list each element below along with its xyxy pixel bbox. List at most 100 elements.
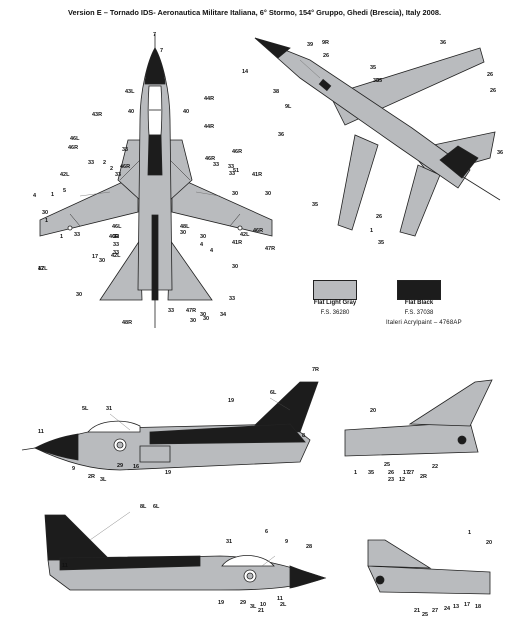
callout-label: 36 [497, 150, 503, 156]
callout-label: 21 [258, 608, 264, 614]
callout-label: 18 [475, 604, 481, 610]
callout-label: 35 [368, 470, 374, 476]
callout-label: 44R [204, 96, 214, 102]
side-right-fin [44, 514, 111, 561]
bottom-view-nose [254, 37, 291, 59]
callout-label: 19 [228, 398, 234, 404]
callout-label: 35 [370, 65, 376, 71]
callout-label: 46R [120, 164, 130, 170]
callout-label: 7 [153, 32, 156, 38]
callout-label: 11 [62, 563, 68, 569]
leader-lines [79, 59, 321, 567]
callout-label: 42L [111, 253, 121, 259]
callout-label: 34 [220, 312, 227, 318]
callout-label: 35 [373, 78, 379, 84]
bottom-view-lower-wing [337, 134, 379, 231]
callout-label: 33 [213, 162, 219, 168]
callout-label: 19 [165, 470, 171, 476]
callout-label: 11 [38, 429, 44, 435]
callout-label: 39 [307, 42, 313, 48]
callout-label: 29 [240, 600, 246, 606]
callout-label: 30 [76, 292, 82, 298]
callout-label: 20 [486, 540, 492, 546]
bottom-view [254, 37, 501, 237]
callout-label: 46R [68, 145, 78, 151]
callout-label: 10 [260, 602, 266, 608]
callout-label: 14 [242, 69, 249, 75]
callout-label: 35 [312, 202, 318, 208]
callout-label: 2 [103, 160, 106, 166]
callout-label: 33 [168, 308, 174, 314]
side-left-canopy [87, 420, 141, 433]
callout-label: 2R [420, 474, 427, 480]
callout-label: 33 [229, 296, 235, 302]
callout-label: 44R [204, 124, 214, 130]
callout-label: 33 [229, 171, 235, 177]
callout-label: 30 [200, 234, 206, 240]
callout-label: 33 [115, 172, 121, 178]
bottom-view-nozzles [439, 145, 479, 179]
callout-label: 33 [113, 234, 119, 240]
callout-label: 5 [63, 188, 66, 194]
callout-label: 36 [440, 40, 446, 46]
top-view [39, 34, 273, 328]
top-view-fin-top [151, 214, 159, 301]
callout-label: 22 [432, 464, 438, 470]
side-left-spine [149, 423, 306, 445]
callout-label: 30 [232, 191, 238, 197]
side-right-nose [289, 565, 327, 589]
swatch-flat-black-code: F.S. 37038 [404, 310, 434, 316]
callout-label: 25 [422, 612, 428, 618]
callout-label: 11 [277, 596, 283, 602]
callout-label: 46R [205, 156, 215, 162]
callout-label: 43L [125, 89, 135, 95]
callout-label: 6 [265, 529, 268, 535]
callout-label: 33 [74, 232, 80, 238]
callout-label: 7 [160, 48, 163, 54]
callout-label: 46R [253, 228, 263, 234]
callout-label: 31 [226, 539, 232, 545]
callout-label: 46L [70, 136, 80, 142]
callout-label: 26 [490, 88, 496, 94]
top-view-left-tailplane [99, 238, 143, 301]
callout-label: 21 [414, 608, 420, 614]
callout-label: 35 [376, 78, 382, 84]
callout-label: 1 [51, 192, 54, 198]
callout-label: 1 [468, 530, 471, 536]
callout-label: 3L [100, 477, 107, 483]
callout-label: 42L [240, 232, 250, 238]
callout-label: 1 [354, 470, 357, 476]
callout-label: 40 [128, 109, 134, 115]
callout-label: 47R [265, 246, 275, 252]
callout-label: 2L [280, 602, 287, 608]
top-view-left-wing [39, 174, 139, 237]
callout-label: 4 [210, 248, 214, 254]
callout-label: 51 [233, 168, 239, 174]
callout-label: 38 [273, 89, 279, 95]
side-left-intake [139, 445, 171, 463]
side-right-spine [59, 555, 201, 571]
swatch-flat-light-gray-code: F.S. 36280 [320, 310, 350, 316]
swatch-flat-light-gray-name: Flat Light Gray [313, 300, 357, 306]
callout-label: 30 [203, 316, 209, 322]
callout-label: 26 [388, 470, 394, 476]
callout-label: 47R [186, 308, 196, 314]
sheet-title: Version E – Tornado IDS- Aeronautica Mil… [67, 8, 442, 17]
callout-label: 17 [403, 470, 409, 476]
callout-label: 12 [399, 477, 405, 483]
callout-label: 17 [92, 254, 98, 260]
bottom-view-tail-lower [399, 164, 441, 237]
callout-label: 41R [252, 172, 262, 178]
callout-label: 41R [232, 240, 242, 246]
callout-label: 48R [122, 320, 132, 326]
callout-label: 1 [60, 234, 63, 240]
callout-label: 33 [113, 242, 119, 248]
callout-label: 20 [370, 408, 376, 414]
side-left-tail-detail [344, 379, 493, 457]
swatch-flat-black [397, 280, 441, 300]
callout-label: 33 [122, 147, 128, 153]
callout-label: 35 [378, 240, 384, 246]
